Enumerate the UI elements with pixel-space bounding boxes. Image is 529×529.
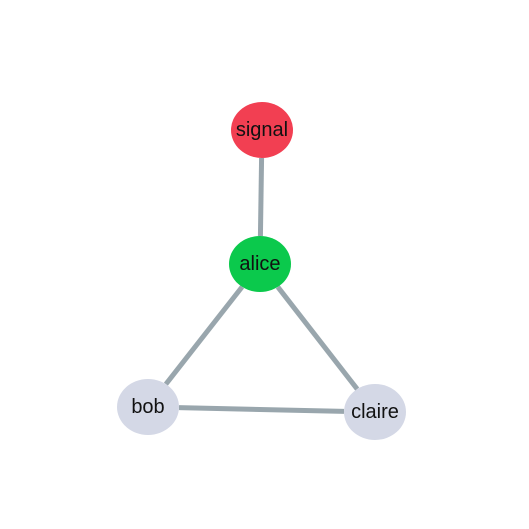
node-label: alice xyxy=(239,253,280,275)
node-circle[interactable] xyxy=(344,384,406,440)
node-label: claire xyxy=(351,401,399,423)
edge-alice-bob xyxy=(163,285,245,386)
node-claire[interactable]: claire xyxy=(344,384,406,440)
node-alice[interactable]: alice xyxy=(229,236,291,292)
node-circle[interactable] xyxy=(231,102,293,158)
edge-alice-claire xyxy=(275,285,360,391)
node-label: bob xyxy=(131,396,164,418)
node-signal[interactable]: signal xyxy=(231,102,293,158)
node-circle[interactable] xyxy=(229,236,291,292)
node-circle[interactable] xyxy=(117,379,179,435)
edges-layer xyxy=(163,157,360,414)
edge-bob-claire xyxy=(178,405,345,414)
node-label: signal xyxy=(236,119,288,141)
edge-signal-alice xyxy=(257,157,265,237)
nodes-layer: signal alice bob claire xyxy=(117,102,406,440)
node-bob[interactable]: bob xyxy=(117,379,179,435)
